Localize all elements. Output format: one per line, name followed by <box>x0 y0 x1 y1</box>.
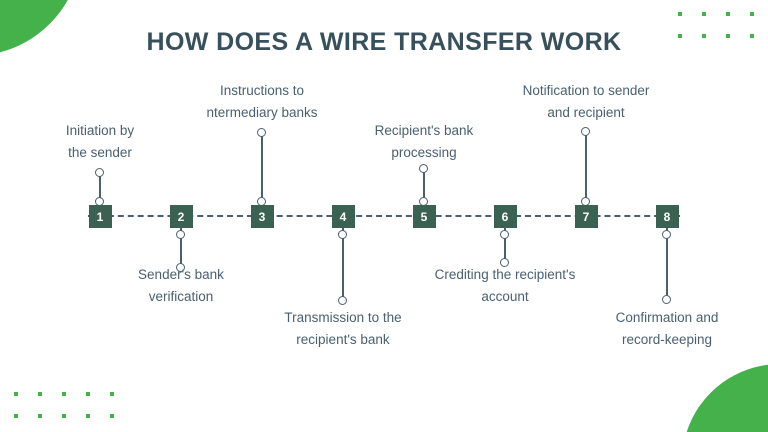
timeline-label-6: Crediting the recipient's account <box>434 267 576 304</box>
timeline-node-2[interactable]: 2 <box>169 205 193 228</box>
timeline-connector-node-end-8 <box>661 229 671 239</box>
decorative-bottom-left-dot <box>86 392 90 396</box>
timeline-label-1: Initiation by the sender <box>65 123 135 160</box>
timeline-connector-endpoint-3 <box>256 127 266 137</box>
timeline-node-number: 1 <box>96 209 104 224</box>
timeline-connector-6 <box>504 227 506 263</box>
timeline-node-number: 3 <box>258 209 266 224</box>
timeline-node-6[interactable]: 6 <box>493 205 517 228</box>
timeline-node-number: 2 <box>177 209 185 224</box>
timeline-node-7[interactable]: 7 <box>574 205 598 228</box>
timeline-connector-endpoint-4 <box>337 295 347 305</box>
timeline-connector-endpoint-6 <box>499 257 509 267</box>
decorative-bottom-left-dot <box>14 414 18 418</box>
timeline-axis <box>88 215 680 217</box>
timeline-node-number: 4 <box>339 209 347 224</box>
timeline-node-5[interactable]: 5 <box>412 205 436 228</box>
timeline-connector-endpoint-2 <box>175 262 185 272</box>
timeline-label-5: Recipient's bank processing <box>374 123 474 160</box>
timeline-node-3[interactable]: 3 <box>250 205 274 228</box>
decorative-top-right-dot <box>678 34 682 38</box>
decorative-top-right-dot <box>702 12 706 16</box>
timeline-label-8: Confirmation and record-keeping <box>615 310 719 347</box>
timeline-node-number: 7 <box>582 209 590 224</box>
timeline-connector-endpoint-7 <box>580 126 590 136</box>
timeline-connector-node-end-4 <box>337 229 347 239</box>
timeline-label-4: Transmission to the recipient's bank <box>284 310 402 347</box>
decorative-top-right-dot <box>726 12 730 16</box>
decorative-bottom-left-dot <box>110 392 114 396</box>
decorative-dot-grid-bottom-left <box>14 392 114 418</box>
timeline-connector-endpoint-1 <box>94 167 104 177</box>
timeline-connector-3 <box>261 132 263 205</box>
decorative-bottom-left-dot <box>110 414 114 418</box>
decorative-bottom-left-dot <box>38 414 42 418</box>
decorative-bottom-left-dot <box>86 414 90 418</box>
timeline-connector-7 <box>585 131 587 205</box>
timeline-connector-endpoint-8 <box>661 294 671 304</box>
timeline-connector-8 <box>666 227 668 300</box>
decorative-bottom-left-dot <box>62 392 66 396</box>
timeline-node-number: 5 <box>420 209 428 224</box>
decorative-top-right-dot <box>702 34 706 38</box>
decorative-bottom-left-dot <box>14 392 18 396</box>
timeline-node-number: 8 <box>663 209 671 224</box>
decorative-bottom-left-dot <box>62 414 66 418</box>
timeline-connector-node-end-6 <box>499 229 509 239</box>
timeline-connector-5 <box>423 168 425 205</box>
decorative-dot-grid-top-right <box>678 12 754 38</box>
timeline-connector-4 <box>342 227 344 301</box>
page-title: HOW DOES A WIRE TRANSFER WORK <box>146 28 622 56</box>
decorative-top-right-dot <box>678 12 682 16</box>
timeline-label-7: Notification to sender and recipient <box>522 83 650 120</box>
decorative-bottom-left-dot <box>38 392 42 396</box>
timeline-node-number: 6 <box>501 209 509 224</box>
timeline-node-1[interactable]: 1 <box>88 205 112 228</box>
decorative-top-right-dot <box>750 34 754 38</box>
decorative-top-right-dot <box>726 34 730 38</box>
timeline-label-2: Sender's bank verification <box>138 267 224 304</box>
decorative-top-right-dot <box>750 12 754 16</box>
timeline-connector-node-end-2 <box>175 229 185 239</box>
timeline-node-4[interactable]: 4 <box>331 205 355 228</box>
timeline-connector-endpoint-5 <box>418 163 428 173</box>
timeline-connector-1 <box>99 172 101 205</box>
timeline-connector-2 <box>180 227 182 268</box>
timeline-node-8[interactable]: 8 <box>655 205 679 228</box>
timeline-label-3: Instructions to ntermediary banks <box>206 83 318 120</box>
